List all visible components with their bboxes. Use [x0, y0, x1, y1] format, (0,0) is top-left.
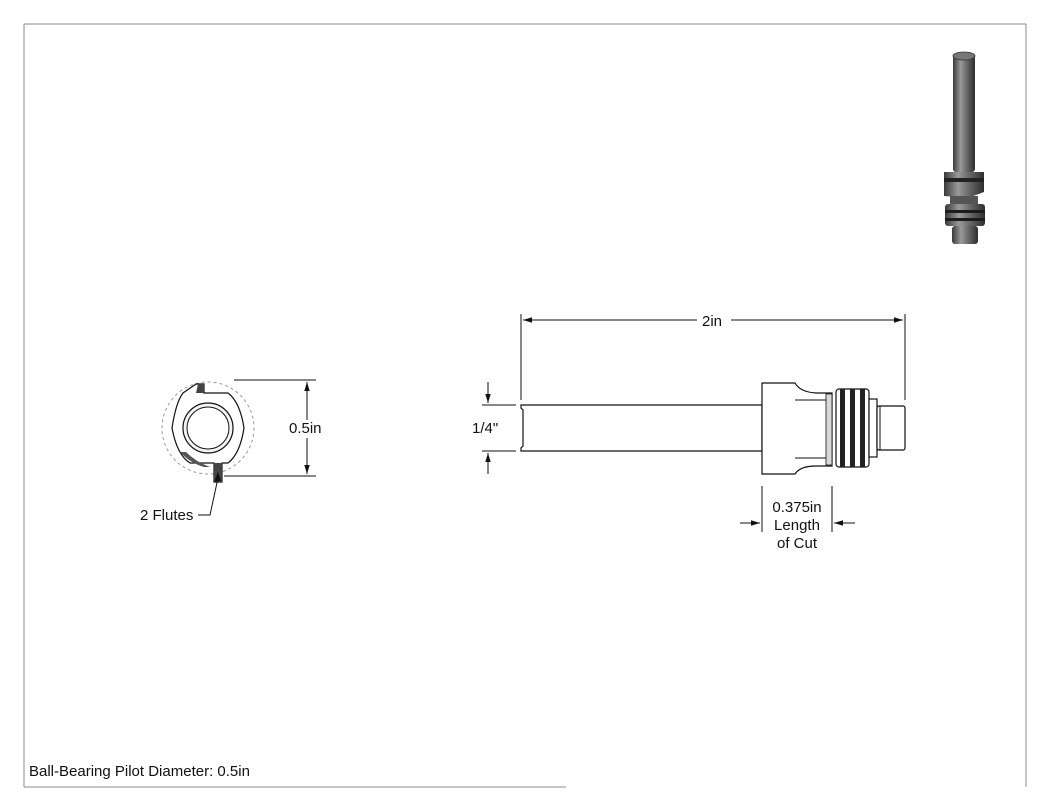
- length-of-cut-label-line1: Length: [774, 517, 820, 534]
- length-of-cut-value: 0.375in: [772, 499, 821, 516]
- pilot-diameter-note: Ball-Bearing Pilot Diameter: 0.5in: [29, 763, 250, 780]
- cut-diameter-dimension: [224, 379, 316, 477]
- overall-length-dimension: [520, 314, 906, 400]
- flutes-callout: 2 Flutes: [140, 507, 193, 524]
- sheet-border: [23, 23, 1027, 788]
- flutes-leader: [198, 472, 221, 516]
- length-of-cut-label-line2: of Cut: [777, 535, 818, 552]
- length-of-cut-dimension: [740, 486, 855, 532]
- side-view: [520, 382, 906, 475]
- shank-diameter-label: 1/4": [472, 420, 498, 437]
- end-view: [161, 381, 255, 483]
- isometric-bit-render: [944, 51, 985, 244]
- cut-diameter-label: 0.5in: [289, 420, 322, 437]
- overall-length-label: 2in: [702, 313, 722, 330]
- shank-diameter-dimension: [482, 382, 516, 474]
